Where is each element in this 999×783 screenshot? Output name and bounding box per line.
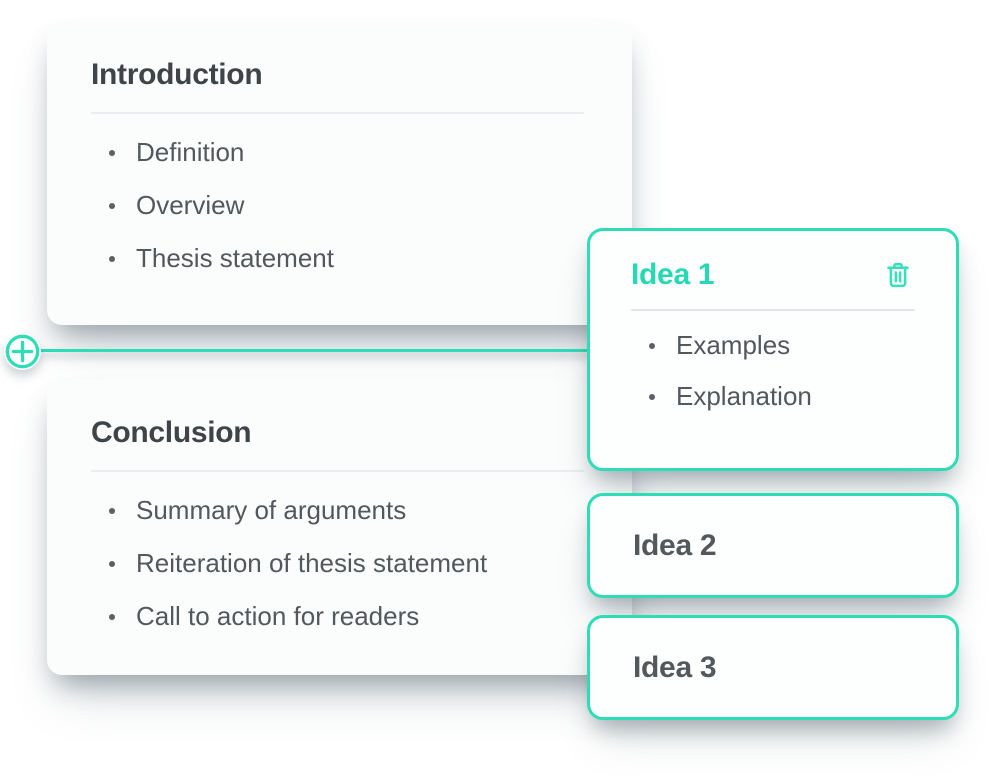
list-item-label: Thesis statement (136, 243, 334, 273)
bullet-dot (109, 507, 115, 514)
list-item: Explanation (631, 371, 915, 422)
node-title: Conclusion (91, 416, 252, 449)
bullet-list: Examples Explanation (631, 320, 915, 422)
list-item-label: Reiteration of thesis statement (136, 548, 488, 578)
bullet-dot (649, 393, 655, 400)
bullet-dot (109, 255, 115, 262)
bullet-dot (109, 560, 115, 567)
bullet-list: Summary of arguments Reiteration of thes… (91, 484, 584, 643)
list-item-label: Explanation (676, 381, 812, 411)
node-card-introduction[interactable]: Introduction Definition Overview Thesis … (47, 22, 632, 325)
node-title: Idea 1 (631, 258, 715, 291)
list-item: Reiteration of thesis statement (91, 537, 584, 590)
list-item: Call to action for readers (91, 590, 584, 643)
node-title: Idea 3 (633, 650, 717, 684)
list-item: Thesis statement (91, 232, 584, 285)
add-idea-button[interactable] (4, 333, 41, 370)
list-item: Examples (631, 320, 915, 371)
trash-icon (883, 260, 913, 290)
node-card-idea-3[interactable]: Idea 3 (587, 615, 959, 720)
list-item-label: Call to action for readers (136, 601, 420, 631)
list-item: Overview (91, 179, 584, 232)
connector-line (36, 349, 590, 352)
bullet-dot (109, 149, 115, 156)
node-title: Idea 2 (633, 528, 717, 562)
node-card-conclusion[interactable]: Conclusion Summary of arguments Reiterat… (47, 380, 632, 675)
idea-header: Idea 1 (631, 258, 915, 292)
list-item-label: Examples (676, 330, 791, 360)
list-item: Summary of arguments (91, 484, 584, 537)
list-item-label: Overview (136, 190, 245, 220)
list-item-label: Summary of arguments (136, 495, 407, 525)
node-title: Introduction (91, 58, 263, 91)
divider (91, 112, 584, 114)
divider (91, 470, 584, 472)
list-item-label: Definition (136, 137, 245, 167)
delete-idea-button[interactable] (881, 258, 915, 292)
bullet-dot (109, 202, 115, 209)
plus-icon (4, 333, 41, 370)
bullet-list: Definition Overview Thesis statement (91, 126, 584, 285)
list-item: Definition (91, 126, 584, 179)
bullet-dot (649, 342, 655, 349)
node-card-idea-2[interactable]: Idea 2 (587, 493, 959, 598)
divider (631, 309, 915, 311)
bullet-dot (109, 613, 115, 620)
node-card-idea-1[interactable]: Idea 1 Examples (587, 228, 959, 471)
